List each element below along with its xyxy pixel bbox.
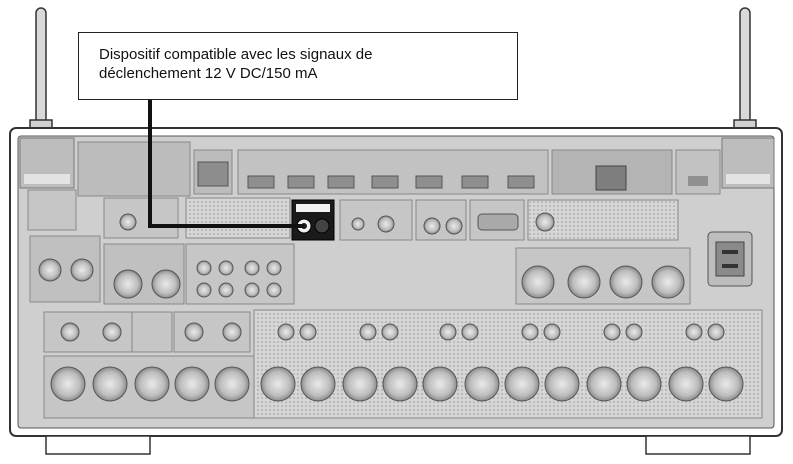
top-connector-strip bbox=[77, 141, 721, 197]
device-callout-box: Dispositif compatible avec les signaux d… bbox=[78, 32, 518, 100]
callout-line-2: déclenchement 12 V DC/150 mA bbox=[99, 65, 318, 82]
foot-left bbox=[45, 435, 151, 455]
foot-right bbox=[645, 435, 751, 455]
callout-line-1: Dispositif compatible avec les signaux d… bbox=[99, 46, 373, 63]
trigger-out-jack bbox=[291, 199, 335, 241]
antenna-left bbox=[29, 7, 53, 139]
speaker-terminal-bank bbox=[43, 309, 763, 419]
pre-out-cluster bbox=[515, 247, 691, 305]
control-connectors bbox=[339, 199, 679, 241]
antenna-right bbox=[733, 7, 757, 139]
trigger-cable bbox=[148, 100, 304, 228]
ac-inlet bbox=[707, 231, 753, 287]
audio-io-cluster bbox=[27, 189, 295, 305]
